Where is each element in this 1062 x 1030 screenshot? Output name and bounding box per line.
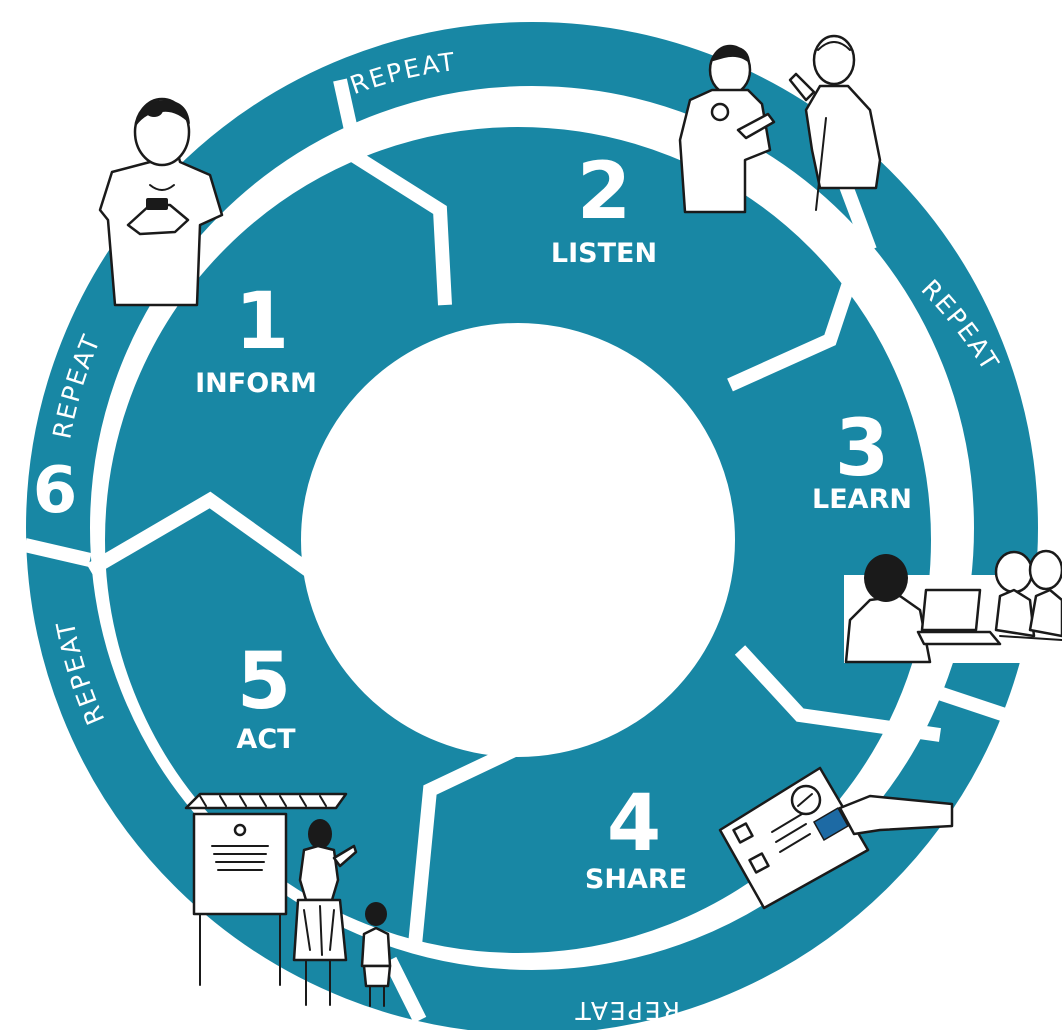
step-2-label: LISTEN xyxy=(551,238,657,269)
notice-board-illustration xyxy=(184,792,392,1007)
ring-gap xyxy=(383,956,427,1024)
step-2-number: 2 xyxy=(577,147,631,237)
ring-gap xyxy=(23,538,92,567)
ring-gap xyxy=(927,683,1023,727)
step-4-label: SHARE xyxy=(585,864,687,895)
segment-divider xyxy=(341,144,452,306)
segment-divider xyxy=(734,645,941,742)
step-1-number: 1 xyxy=(235,277,289,367)
hand-holding-leaflet-illustration xyxy=(718,766,954,910)
step-6-number: 6 xyxy=(33,454,78,528)
step-5-number: 5 xyxy=(237,637,291,727)
inner-ring xyxy=(86,127,941,953)
volunteer-and-elder-illustration xyxy=(678,34,882,214)
step-3-label: LEARN xyxy=(812,484,912,515)
people-at-laptops-illustration xyxy=(844,549,1062,664)
ring-gap xyxy=(333,78,362,150)
step-3-number: 3 xyxy=(835,404,889,494)
repeat-label-bottom: REPEAT xyxy=(574,996,680,1025)
segment-divider xyxy=(727,247,867,392)
segment-divider xyxy=(408,738,528,946)
outer-ring xyxy=(23,22,1038,1030)
segment-divider xyxy=(86,491,355,606)
step-5-label: ACT xyxy=(236,724,296,755)
step-4-number: 4 xyxy=(607,779,661,869)
step-1-label: INFORM xyxy=(195,368,317,399)
woman-with-phone-illustration xyxy=(98,97,224,307)
